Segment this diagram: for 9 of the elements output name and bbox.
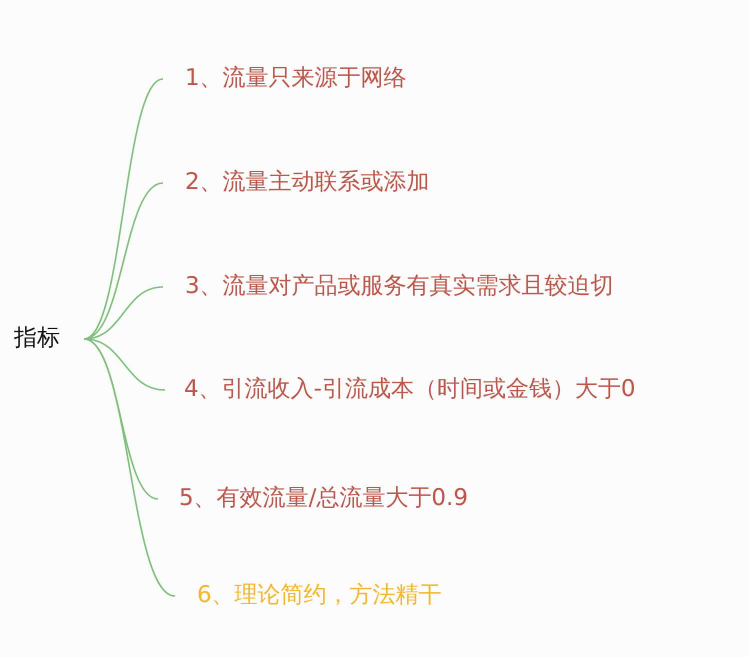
central-topic: 指标	[14, 325, 60, 353]
branch-topic: 5、有效流量/总流量大于0.9	[179, 485, 468, 513]
branch-line	[84, 78, 164, 340]
branch-topic: 6、理论简约，方法精干	[197, 582, 442, 610]
branch-topic: 2、流量主动联系或添加	[185, 169, 430, 197]
branch-topic: 1、流量只来源于网络	[185, 65, 407, 93]
branch-line	[84, 338, 176, 597]
branch-topic: 3、流量对产品或服务有真实需求且较迫切	[185, 273, 614, 301]
branch-topic: 4、引流收入-引流成本（时间或金钱）大于0	[184, 376, 636, 404]
